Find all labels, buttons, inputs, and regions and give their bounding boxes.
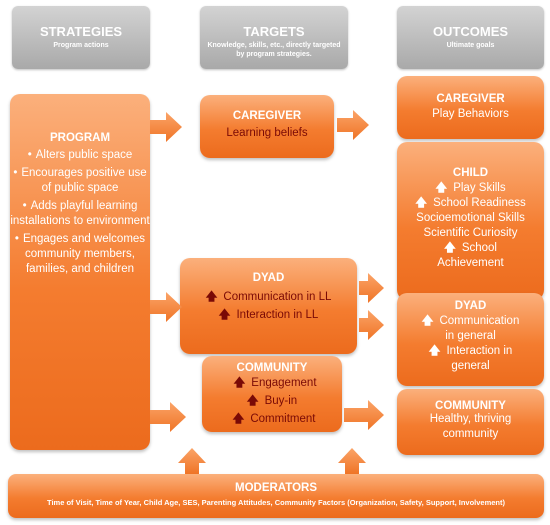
program-item-text: Engages and welcomes community members, … — [22, 233, 146, 275]
outcome-dyad-line: 🡅 Communication — [397, 314, 544, 329]
outcome-child-line: Scientific Curiosity — [397, 226, 544, 241]
arrow-up-icon — [178, 448, 206, 474]
target-caregiver-box: CAREGIVER Learning beliefs — [200, 95, 334, 158]
target-dyad-line: 🡅 Interaction in LL — [180, 306, 357, 324]
program-item-text: Encourages positive use of public space — [21, 167, 147, 194]
outcome-dyad-title: DYAD — [454, 300, 487, 312]
outcome-community-title: COMMUNITY — [435, 400, 506, 412]
outcome-caregiver-title: CAREGIVER — [436, 93, 505, 105]
bullet-icon: • — [27, 149, 32, 161]
target-caregiver-text: Learning beliefs — [226, 127, 308, 139]
header-title: OUTCOMES — [432, 24, 509, 39]
outcome-child-box: CHILD 🡅 Play Skills 🡅 School Readiness Soc… — [397, 142, 544, 300]
up-arrow-icon: 🡅 — [428, 345, 441, 357]
outcome-caregiver-text: Play Behaviors — [432, 108, 509, 120]
outcome-dyad-line-text: general — [451, 360, 490, 372]
program-box: PROGRAM •Alters public space •Encourages… — [10, 94, 150, 450]
outcome-caregiver-box: CAREGIVER Play Behaviors — [397, 76, 544, 139]
target-caregiver-title: CAREGIVER — [232, 110, 302, 122]
arrow-right-icon — [337, 110, 369, 140]
outcome-dyad-line: in general — [397, 329, 544, 344]
outcome-child-line-text: Play Skills — [453, 182, 506, 194]
header-title: TARGETS — [243, 24, 305, 39]
up-arrow-icon: 🡅 — [421, 315, 434, 327]
arrow-right-icon — [150, 112, 182, 142]
outcome-child-line: Achievement — [397, 256, 544, 271]
header-subtitle: Knowledge, skills, etc., directly target… — [207, 42, 341, 58]
outcome-community-line: community — [397, 427, 544, 442]
moderators-title: MODERATORS — [235, 482, 317, 494]
target-community-line: 🡅 Buy-in — [202, 392, 342, 410]
header-strategies: STRATEGIES Program actions — [12, 6, 150, 69]
arrow-right-icon — [150, 292, 182, 322]
header-title: STRATEGIES — [39, 24, 123, 39]
up-arrow-icon: 🡅 — [232, 413, 245, 425]
program-title: PROGRAM — [49, 132, 111, 144]
outcome-dyad-box: DYAD 🡅 Communication in general 🡅 Interact… — [397, 293, 544, 386]
arrow-right-icon — [359, 273, 384, 303]
bullet-icon: • — [14, 233, 19, 245]
arrow-right-icon — [344, 400, 384, 430]
outcome-child-line-text: Achievement — [437, 257, 504, 269]
arrow-up-icon — [338, 448, 366, 474]
up-arrow-icon: 🡅 — [233, 377, 246, 389]
outcome-child-line: 🡅 School Readiness — [397, 196, 544, 211]
outcome-child-line-text: School — [461, 242, 497, 254]
header-subtitle: Ultimate goals — [446, 42, 495, 49]
program-item: •Engages and welcomes community members,… — [10, 232, 150, 277]
outcome-dyad-line: 🡅 Interaction in — [397, 344, 544, 359]
target-community-line-text: Commitment — [250, 413, 316, 425]
arrow-right-icon — [150, 402, 186, 432]
up-arrow-icon: 🡅 — [205, 291, 218, 303]
target-community-box: COMMUNITY 🡅 Engagement 🡅 Buy-in 🡅 Commitmen… — [202, 356, 342, 432]
moderators-box: MODERATORS Time of Visit, Time of Year, … — [8, 474, 544, 518]
program-item: •Adds playful learning installations to … — [10, 199, 150, 229]
bullet-icon: • — [13, 167, 18, 179]
target-dyad-line: 🡅 Communication in LL — [180, 288, 357, 306]
up-arrow-icon: 🡅 — [444, 242, 456, 254]
program-list: •Alters public space •Encourages positiv… — [10, 148, 150, 277]
outcome-child-title: CHILD — [452, 167, 489, 179]
outcome-child-line-text: Scientific Curiosity — [423, 227, 518, 239]
target-dyad-line-text: Communication in LL — [223, 291, 332, 303]
header-subtitle: Program actions — [53, 42, 109, 49]
target-community-title: COMMUNITY — [236, 362, 308, 374]
program-item-text: Adds playful learning installations to e… — [10, 200, 150, 227]
target-dyad-line-text: Interaction in LL — [236, 309, 319, 321]
header-outcomes: OUTCOMES Ultimate goals — [397, 6, 544, 69]
program-item: •Encourages positive use of public space — [10, 166, 150, 196]
target-community-line-text: Engagement — [251, 377, 317, 389]
outcome-community-line: Healthy, thriving — [397, 412, 544, 427]
bullet-icon: • — [22, 200, 27, 212]
target-dyad-title: DYAD — [252, 272, 285, 284]
outcome-community-box: COMMUNITY Healthy, thriving community — [397, 389, 544, 455]
outcome-community-line-text: community — [442, 428, 499, 440]
target-community-line: 🡅 Commitment — [202, 410, 342, 428]
outcome-child-line: 🡅 School — [397, 241, 544, 256]
outcome-child-line-text: Socioemotional Skills — [416, 212, 525, 224]
outcome-dyad-line-text: in general — [445, 330, 496, 342]
up-arrow-icon: 🡅 — [218, 309, 231, 321]
outcome-child-line-text: School Readiness — [433, 197, 526, 209]
outcome-dyad-line-text: Communication — [439, 315, 520, 327]
outcome-dyad-line-text: Interaction in — [446, 345, 513, 357]
arrow-right-icon — [359, 310, 384, 340]
up-arrow-icon: 🡅 — [435, 182, 448, 194]
moderators-text: Time of Visit, Time of Year, Child Age, … — [47, 498, 505, 507]
up-arrow-icon: 🡅 — [246, 395, 259, 407]
outcome-dyad-line: general — [397, 359, 544, 374]
header-targets: TARGETS Knowledge, skills, etc., directl… — [200, 6, 348, 69]
outcome-community-line-text: Healthy, thriving — [429, 413, 512, 425]
program-item: •Alters public space — [10, 148, 150, 163]
up-arrow-icon: 🡅 — [415, 197, 428, 209]
target-community-line: 🡅 Engagement — [202, 374, 342, 392]
outcome-child-line: 🡅 Play Skills — [397, 181, 544, 196]
target-dyad-box: DYAD 🡅 Communication in LL 🡅 Interaction i… — [180, 258, 357, 354]
program-item-text: Alters public space — [35, 149, 133, 161]
target-community-line-text: Buy-in — [264, 395, 298, 407]
outcome-child-line: Socioemotional Skills — [397, 211, 544, 226]
